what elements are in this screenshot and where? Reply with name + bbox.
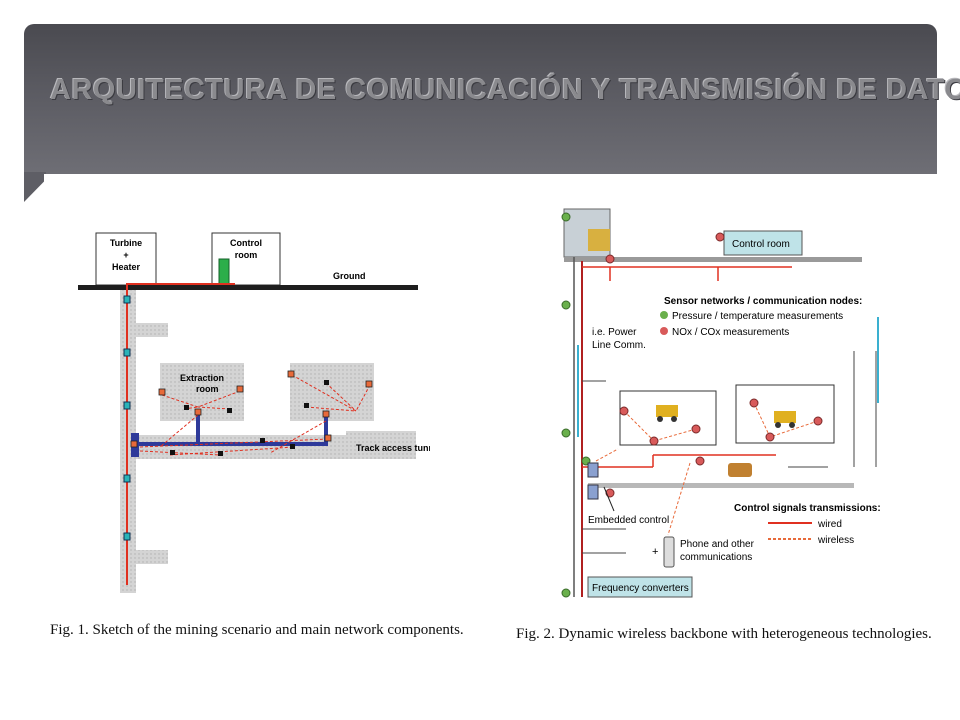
sensor-title: Sensor networks / communication nodes: bbox=[664, 296, 862, 307]
wireless-links bbox=[139, 374, 371, 456]
figure-2-caption: Fig. 2. Dynamic wireless backbone with h… bbox=[516, 626, 932, 642]
figure-2-diagram: Control room Sensor networks / communica… bbox=[561, 208, 881, 598]
gallery-walls bbox=[582, 351, 877, 554]
control-room-green-box bbox=[218, 258, 230, 286]
control-room-box bbox=[723, 230, 803, 256]
frequency-converters-box bbox=[587, 576, 693, 598]
black-nodes bbox=[170, 380, 329, 456]
track-tunnel-end bbox=[346, 431, 416, 459]
wireless-label: wireless bbox=[817, 535, 854, 546]
loader-vehicle-icon bbox=[656, 405, 796, 428]
wired-label: wired bbox=[817, 519, 842, 530]
figure-1-caption: Fig. 1. Sketch of the mining scenario an… bbox=[50, 622, 464, 638]
slide-title: ARQUITECTURA DE COMUNICACIÓN Y TRANSMISI… bbox=[50, 74, 960, 106]
truck-icon bbox=[728, 463, 752, 477]
banner-tab bbox=[24, 172, 46, 202]
embedded-control-label: Embedded control bbox=[588, 515, 669, 526]
turbine-plus: + bbox=[123, 250, 128, 260]
control-room-label: Control room bbox=[732, 239, 790, 250]
plc-label: i.e. Power bbox=[592, 327, 637, 338]
second-room bbox=[290, 363, 374, 421]
ground-label: Ground bbox=[333, 271, 366, 281]
plc-label-2: Line Comm. bbox=[592, 340, 646, 351]
control-room-label-2: room bbox=[235, 250, 258, 260]
control-room-label: Control bbox=[230, 238, 262, 248]
phone-icon bbox=[663, 536, 675, 568]
embedded-control-device bbox=[587, 462, 599, 478]
phone-label: Phone and other bbox=[680, 539, 755, 550]
figure-1-diagram: Turbine + Heater Control room Ground Ext… bbox=[78, 232, 430, 593]
sensor-item-2: NOx / COx measurements bbox=[672, 327, 789, 338]
tunnel-rail bbox=[588, 483, 854, 488]
track-tunnel bbox=[130, 435, 348, 459]
ground-line bbox=[564, 257, 862, 262]
turbine-building bbox=[95, 232, 157, 286]
embedded-control-device-2 bbox=[587, 484, 599, 500]
surface-building-machine bbox=[588, 229, 610, 251]
red-nodes bbox=[130, 370, 373, 448]
phone-plus: + bbox=[652, 546, 658, 558]
gallery-left bbox=[619, 390, 717, 446]
extraction-room-label: Extraction bbox=[180, 373, 224, 383]
sensor-item-1: Pressure / temperature measurements bbox=[672, 311, 843, 322]
signals-title: Control signals transmissions: bbox=[734, 503, 881, 514]
frequency-converters-label: Frequency converters bbox=[592, 583, 689, 594]
side-gallery-1 bbox=[136, 323, 168, 337]
wireless-links bbox=[595, 402, 819, 536]
phone-label-2: communications bbox=[680, 552, 752, 563]
side-gallery-2 bbox=[136, 550, 168, 564]
turbine-label: Turbine bbox=[110, 238, 142, 248]
green-sensor-legend-icon bbox=[660, 311, 668, 319]
ground-line bbox=[78, 285, 418, 290]
title-banner: ARQUITECTURA DE COMUNICACIÓN Y TRANSMISI… bbox=[24, 24, 960, 174]
shaft-nodes bbox=[123, 295, 131, 541]
embedded-pointer bbox=[603, 486, 615, 512]
heater-label: Heater bbox=[112, 262, 141, 272]
green-sensors bbox=[561, 212, 591, 598]
extraction-room-label-2: room bbox=[196, 384, 219, 394]
tunnel-label: Track access tunnel bbox=[356, 443, 430, 453]
red-sensor-legend-icon bbox=[660, 327, 668, 335]
